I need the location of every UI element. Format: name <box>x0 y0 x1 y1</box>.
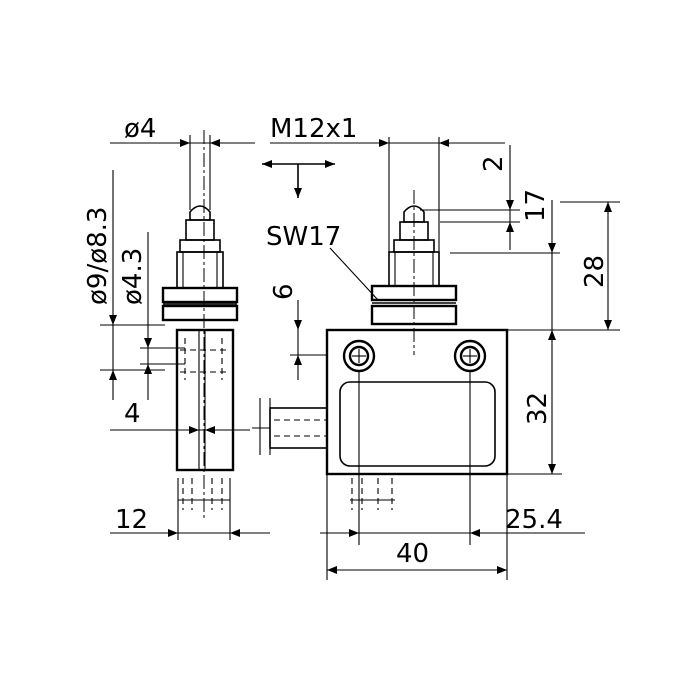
label-spacing-6: 6 <box>269 283 299 300</box>
dimensions <box>100 135 620 580</box>
label-height-32: 32 <box>523 392 553 425</box>
label-width-40: 40 <box>396 539 429 569</box>
label-thread: M12x1 <box>270 114 357 144</box>
label-gap-2: 2 <box>479 155 509 172</box>
label-height-28: 28 <box>580 255 610 288</box>
label-width-12: 12 <box>115 505 148 535</box>
label-body-diameter: ø9/ø8.3 <box>83 207 113 305</box>
label-width-4: 4 <box>124 399 141 429</box>
side-view <box>161 130 239 540</box>
label-height-17: 17 <box>521 189 551 222</box>
label-pin-diameter: ø4 <box>124 114 156 144</box>
label-wrench-size: SW17 <box>266 222 341 252</box>
actuation-direction-arrows <box>262 160 335 198</box>
label-hole-spacing: 25.4 <box>505 505 563 535</box>
label-inner-diameter: ø4.3 <box>118 248 148 305</box>
